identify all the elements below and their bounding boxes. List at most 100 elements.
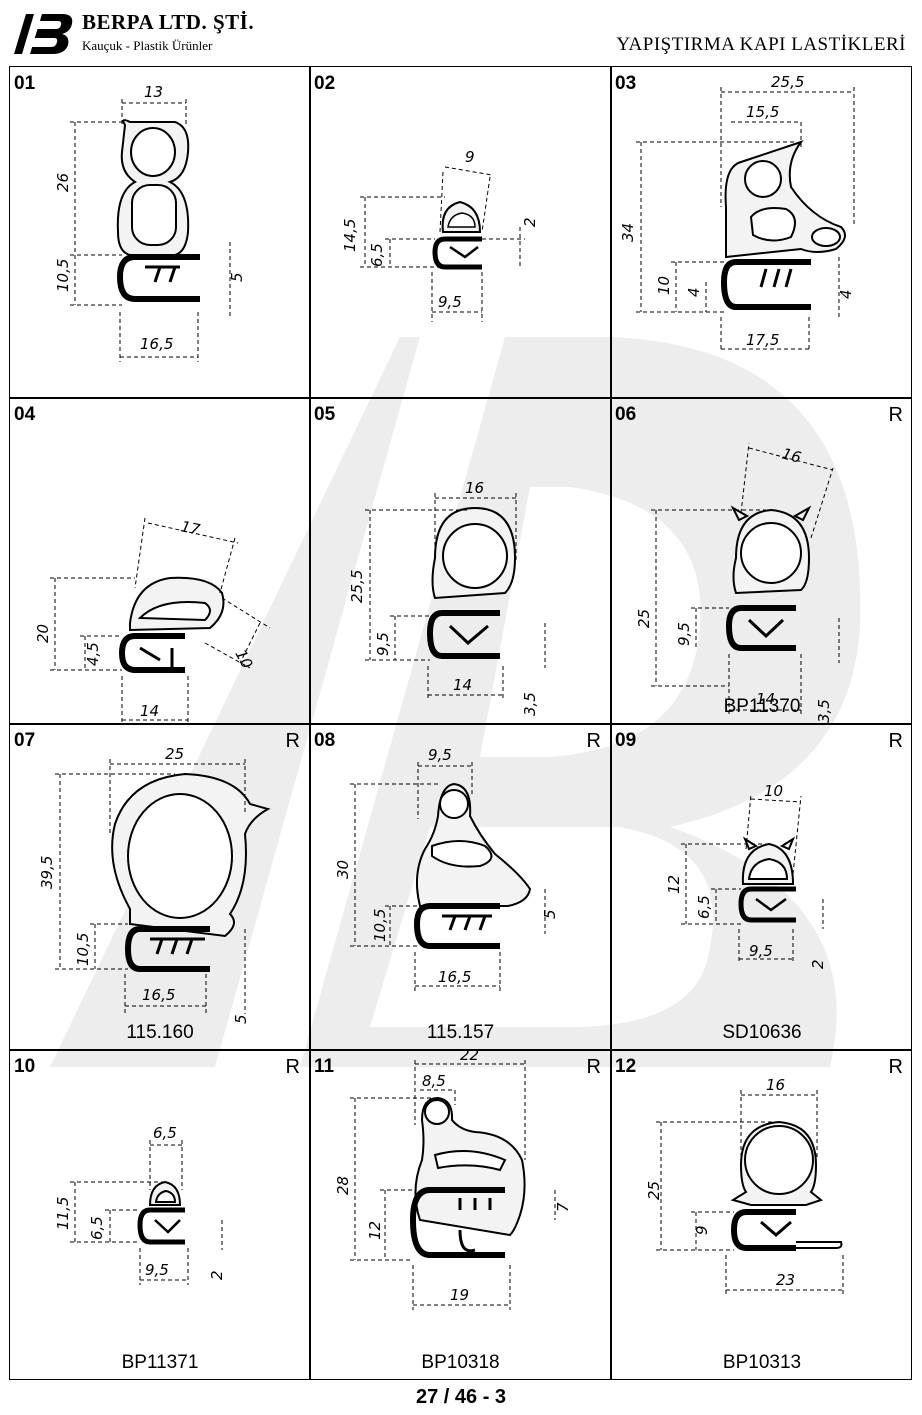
dimension-label: 6,5 — [88, 1216, 106, 1240]
dimension-label: 39,5 — [38, 856, 56, 889]
profile-cell: 03 25,5 15,5 — [611, 67, 913, 397]
profile-cell: 06 R 16 25 9,5 14 3, — [611, 398, 913, 724]
r-marker: R — [888, 730, 903, 752]
dimension-label: 20 — [34, 624, 52, 643]
profile-number: 07 — [14, 730, 36, 751]
profile-cell: 11 R 22 8,5 28 12 — [310, 1050, 611, 1380]
grid-divider — [10, 1049, 911, 1051]
dimension-label: 25 — [165, 745, 184, 763]
r-marker: R — [888, 1056, 903, 1078]
profile-cell: 07 R 25 39,5 10,5 16,5 5 — [10, 724, 310, 1050]
profile-number: 10 — [14, 1056, 36, 1077]
dimension-label: 16 — [780, 444, 803, 466]
dimension-label: 16,5 — [438, 968, 471, 986]
watermark-logo-icon — [50, 337, 861, 1067]
profile-drawing: 9 14,5 6,5 2 9,5 — [341, 148, 539, 322]
dimension-label: 22 — [460, 1050, 479, 1064]
profile-cell: 09 R 10 12 6,5 9,5 2 — [611, 724, 913, 1050]
dimension-label: 3,5 — [521, 692, 539, 716]
profile-cell: 01 13 26 10,5 5 16,5 — [10, 67, 310, 397]
dimension-label: 19 — [450, 1286, 469, 1304]
profile-number: 12 — [615, 1056, 637, 1077]
dimension-label: 12 — [665, 875, 683, 894]
dimension-label: 14 — [756, 690, 775, 708]
profile-number: 04 — [14, 404, 36, 425]
profile-drawing: 16 25,5 9,5 14 3,5 — [348, 479, 546, 716]
dimension-label: 4 — [837, 289, 855, 299]
dimension-label: 16,5 — [142, 986, 175, 1004]
profile-drawing: 6,5 11,5 6,5 9,5 2 — [54, 1124, 226, 1285]
profile-number: 03 — [615, 73, 637, 94]
r-marker: R — [888, 404, 903, 426]
product-code: BP10313 — [722, 1352, 802, 1373]
profile-number: 06 — [615, 404, 637, 425]
document-title: YAPIŞTIRMA KAPI LASTİKLERİ — [616, 34, 906, 55]
dimension-label: 5 — [541, 909, 559, 919]
berpa-logo-icon — [14, 14, 73, 54]
dimension-label: 23 — [776, 1271, 795, 1289]
dimension-label: 25 — [645, 1181, 663, 1200]
dimension-label: 9 — [693, 1225, 711, 1235]
r-marker: R — [285, 1056, 300, 1078]
dimension-label: 9 — [465, 148, 475, 166]
dimension-label: 34 — [619, 223, 637, 242]
dimension-label: 16,5 — [140, 335, 173, 353]
profile-drawing: 16 25 9 23 — [645, 1076, 844, 1295]
profile-drawing: 25,5 15,5 34 10 4 4 17,5 — [619, 73, 855, 352]
page-number: 27 / 46 - 3 — [415, 1386, 507, 1408]
dimension-label: 5 — [232, 1014, 250, 1024]
profile-number: 08 — [314, 730, 336, 751]
dimension-label: 17,5 — [746, 331, 779, 349]
dimension-label: 17 — [179, 517, 202, 539]
r-marker: R — [285, 730, 300, 752]
dimension-label: 6,5 — [153, 1124, 177, 1142]
profile-grid: 01 13 26 10,5 5 16,5 — [9, 66, 912, 1380]
profile-drawing: 13 26 10,5 5 16,5 — [54, 83, 246, 362]
dimension-label: 14 — [140, 702, 159, 720]
dimension-label: 16 — [766, 1076, 785, 1094]
profile-drawing: 22 8,5 28 12 7 19 — [334, 1050, 572, 1310]
dimension-label: 10,5 — [371, 909, 389, 942]
dimension-label: 7 — [554, 1202, 572, 1212]
product-code: BP11370 — [723, 696, 801, 717]
dimension-label: 9,5 — [374, 632, 392, 656]
profile-drawing: 9,5 30 10,5 5 16,5 — [334, 746, 559, 992]
product-code: 115.160 — [126, 1022, 194, 1043]
dimension-label: 2 — [521, 217, 539, 227]
product-code: BP11371 — [121, 1352, 199, 1373]
profile-number: 01 — [14, 73, 36, 94]
r-marker: R — [586, 730, 601, 752]
profile-drawing: 25 39,5 10,5 16,5 5 — [38, 745, 271, 1024]
profile-drawing: 10 12 6,5 9,5 2 — [665, 782, 827, 969]
dimension-label: 15,5 — [746, 103, 779, 121]
company-name: BERPA LTD. ŞTİ. — [82, 10, 255, 34]
dimension-label: 10 — [655, 276, 673, 295]
dimension-label: 14 — [453, 676, 472, 694]
profile-number: 11 — [314, 1056, 335, 1077]
profile-drawing: 16 25 9,5 14 3,5 — [635, 442, 840, 723]
profile-cell: 12 R 16 25 9 23 BP10313 — [611, 1050, 913, 1380]
dimension-label: 8,5 — [422, 1072, 446, 1090]
grid-divider — [10, 397, 911, 399]
dimension-label: 30 — [334, 860, 352, 879]
profile-number: 05 — [314, 404, 336, 425]
profile-cell: 05 16 25,5 9,5 14 3,5 — [310, 398, 611, 724]
profile-cell: 04 17 20 4,5 10 14 — [10, 398, 310, 724]
dimension-label: 13 — [144, 83, 163, 101]
r-marker: R — [586, 1056, 601, 1078]
dimension-label: 25,5 — [771, 73, 804, 91]
dimension-label: 3,5 — [815, 699, 833, 723]
dimension-label: 28 — [334, 1176, 352, 1195]
dimension-label: 4,5 — [84, 642, 102, 666]
profile-cell: 10 R 6,5 11,5 6,5 9,5 2 — [10, 1050, 310, 1380]
product-code: 115.157 — [426, 1022, 495, 1043]
dimension-label: 25 — [635, 609, 653, 628]
page-header: BERPA LTD. ŞTİ. Kauçuk - Plastik Ürünler… — [0, 0, 922, 66]
dimension-label: 9,5 — [145, 1261, 169, 1279]
dimension-label: 6,5 — [368, 243, 386, 267]
profile-number: 09 — [615, 730, 637, 751]
dimension-label: 9,5 — [438, 293, 462, 311]
dimension-label: 2 — [809, 959, 827, 969]
dimension-label: 9,5 — [428, 746, 452, 764]
dimension-label: 26 — [54, 173, 72, 192]
